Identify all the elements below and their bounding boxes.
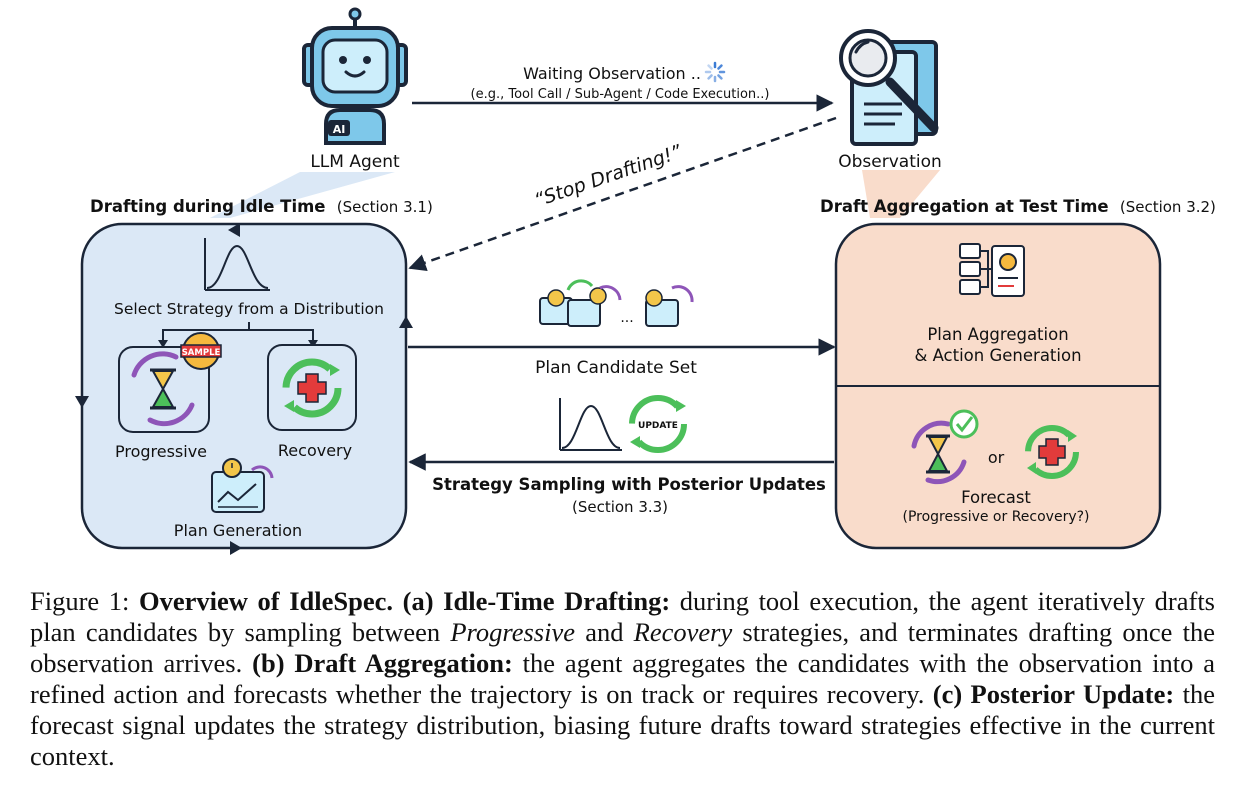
right-panel-title: Draft Aggregation at Test Time (Section … (820, 197, 1216, 216)
caption-b-text: the agent aggregates the candidates with… (30, 648, 1215, 709)
recovery-label: Recovery (278, 441, 352, 460)
plan-generation-label: Plan Generation (174, 521, 302, 540)
left-panel-title: Drafting during Idle Time (Section 3.1) (90, 197, 433, 216)
agent-highlight-wedge (210, 172, 395, 218)
stop-drafting-arrow (408, 116, 837, 272)
observation-document-icon (839, 29, 939, 146)
forecast-label: Forecast (961, 488, 1031, 507)
branch-arrowhead-left (158, 340, 168, 348)
plan-aggregation-line2: & Action Generation (914, 346, 1081, 365)
observation-highlight-wedge (862, 170, 940, 218)
plan-candidate-set-label: Plan Candidate Set (535, 358, 697, 378)
caption-a-text-1: during tool execution, the agent iterati… (30, 586, 1215, 647)
progressive-label: Progressive (115, 442, 207, 461)
caption-a-progressive: Progressive (450, 617, 575, 647)
posterior-distribution-icon (559, 398, 622, 451)
plan-aggregation-line1: Plan Aggregation (927, 325, 1068, 344)
plan-aggregation-icon (959, 243, 1025, 297)
stop-drafting-text: “Stop Drafting!” (532, 141, 685, 212)
caption-title: Overview of IdleSpec. (139, 586, 394, 616)
left-panel (80, 222, 408, 550)
plan-generation-icon (211, 458, 274, 513)
caption-c-text: the forecast signal updates the strategy… (30, 679, 1216, 771)
distribution-curve-icon (204, 238, 270, 291)
caption-a-and: and (575, 617, 634, 647)
agent-label: LLM Agent (310, 152, 400, 172)
observation-label: Observation (838, 152, 942, 172)
caption-a-recovery: Recovery (633, 617, 733, 647)
cycle-arrow-left (75, 396, 89, 408)
sample-badge-icon (180, 332, 222, 370)
waiting-observation-examples: (e.g., Tool Call / Sub-Agent / Code Exec… (471, 87, 770, 102)
forecast-recovery-icon (1025, 425, 1079, 479)
sample-badge-text: SAMPLE (182, 348, 221, 358)
caption-a-text-2: strategies, and terminates drafting once… (30, 617, 1215, 678)
caption-b-label: (b) Draft Aggregation: (252, 648, 513, 678)
strategy-sampling-section: (Section 3.3) (572, 498, 668, 516)
forecast-subtitle: (Progressive or Recovery?) (902, 509, 1089, 525)
strategy-sampling-label: Strategy Sampling with Posterior Updates (432, 475, 826, 494)
strategy-branch-connector (162, 322, 314, 344)
progressive-hourglass-icon (131, 351, 195, 427)
agent-ai-badge: AI (333, 123, 346, 136)
figure-caption: Figure 1: Overview of IdleSpec. (a) Idle… (30, 586, 1215, 772)
cycle-arrow-right (399, 316, 413, 328)
cycle-arrow-bottom (230, 541, 242, 555)
caption-a-label: (a) Idle-Time Drafting: (402, 586, 671, 616)
waiting-observation-text: Waiting Observation .. (523, 64, 701, 83)
candidate-ellipsis: ... (620, 310, 633, 326)
loading-spinner-icon (704, 61, 726, 83)
forecast-progressive-icon (911, 409, 979, 485)
cycle-arrow-top (228, 223, 240, 237)
caption-c-label: (c) Posterior Update: (932, 679, 1175, 709)
select-strategy-text: Select Strategy from a Distribution (114, 300, 384, 318)
recovery-cycle-icon (282, 358, 342, 418)
idlespec-overview-diagram: AI LLM Agent Observation Waiting Observa… (75, 7, 1216, 555)
forecast-or-text: or (988, 448, 1005, 467)
llm-agent-icon (302, 7, 408, 145)
caption-prefix: Figure 1: (30, 586, 140, 616)
update-badge-text: UPDATE (638, 421, 678, 431)
plan-candidate-icons (539, 279, 694, 327)
update-cycle-icon (629, 395, 687, 453)
